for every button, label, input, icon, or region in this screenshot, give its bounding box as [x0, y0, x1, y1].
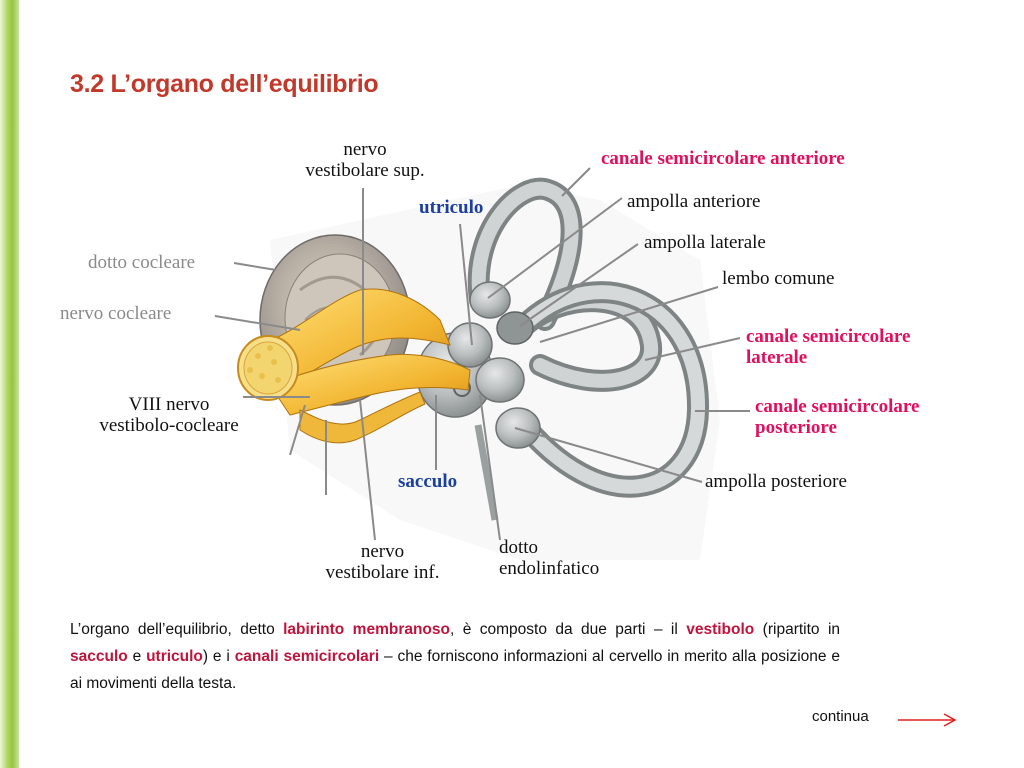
arrow-right-icon[interactable] [898, 712, 960, 728]
label-nervo-vestibolare-inf: nervo vestibolare inf. [325, 541, 440, 583]
label-canale-semicircolare-laterale: canale semicircolare laterale [746, 326, 911, 368]
slide-title: 3.2 L’organo dell’equilibrio [70, 70, 379, 98]
label-canale-semicircolare-posteriore: canale semicircolare posteriore [755, 396, 920, 438]
label-canale-semicircolare-anteriore: canale semicircolare anteriore [601, 148, 845, 169]
label-lembo-comune: lembo comune [722, 268, 835, 289]
term-canali-semicircolari: canali semicircolari [234, 648, 380, 665]
label-dotto-cocleare: dotto cocleare [88, 252, 196, 273]
leader-lines [214, 167, 750, 541]
term-vestibolo: vestibolo [686, 621, 755, 638]
label-viii-nervo-vestibolo-cocleare: VIII nervo vestibolo-cocleare [99, 394, 239, 436]
label-dotto-endolinfatico: dotto endolinfatico [499, 537, 600, 579]
label-utricolo: utriculo [419, 197, 484, 218]
label-ampolla-laterale: ampolla laterale [644, 232, 766, 253]
label-ampolla-anteriore: ampolla anteriore [627, 191, 761, 212]
label-nervo-cocleare: nervo cocleare [60, 303, 172, 324]
vestibulocochlear-nerve [237, 288, 471, 444]
label-ampolla-posteriore: ampolla posteriore [705, 471, 847, 492]
green-sidebar-bar [0, 0, 19, 768]
continua-link[interactable]: continua [812, 708, 869, 725]
term-utriculo: utriculo [146, 648, 203, 665]
label-nervo-vestibolare-sup: nervo vestibolare sup. [305, 139, 425, 181]
label-sacculo: sacculo [398, 471, 458, 492]
term-sacculo: sacculo [70, 648, 128, 665]
term-labirinto-membranoso: labirinto membranoso [283, 621, 450, 638]
caption-paragraph: L’organo dell’equilibrio, detto labirint… [70, 621, 841, 692]
